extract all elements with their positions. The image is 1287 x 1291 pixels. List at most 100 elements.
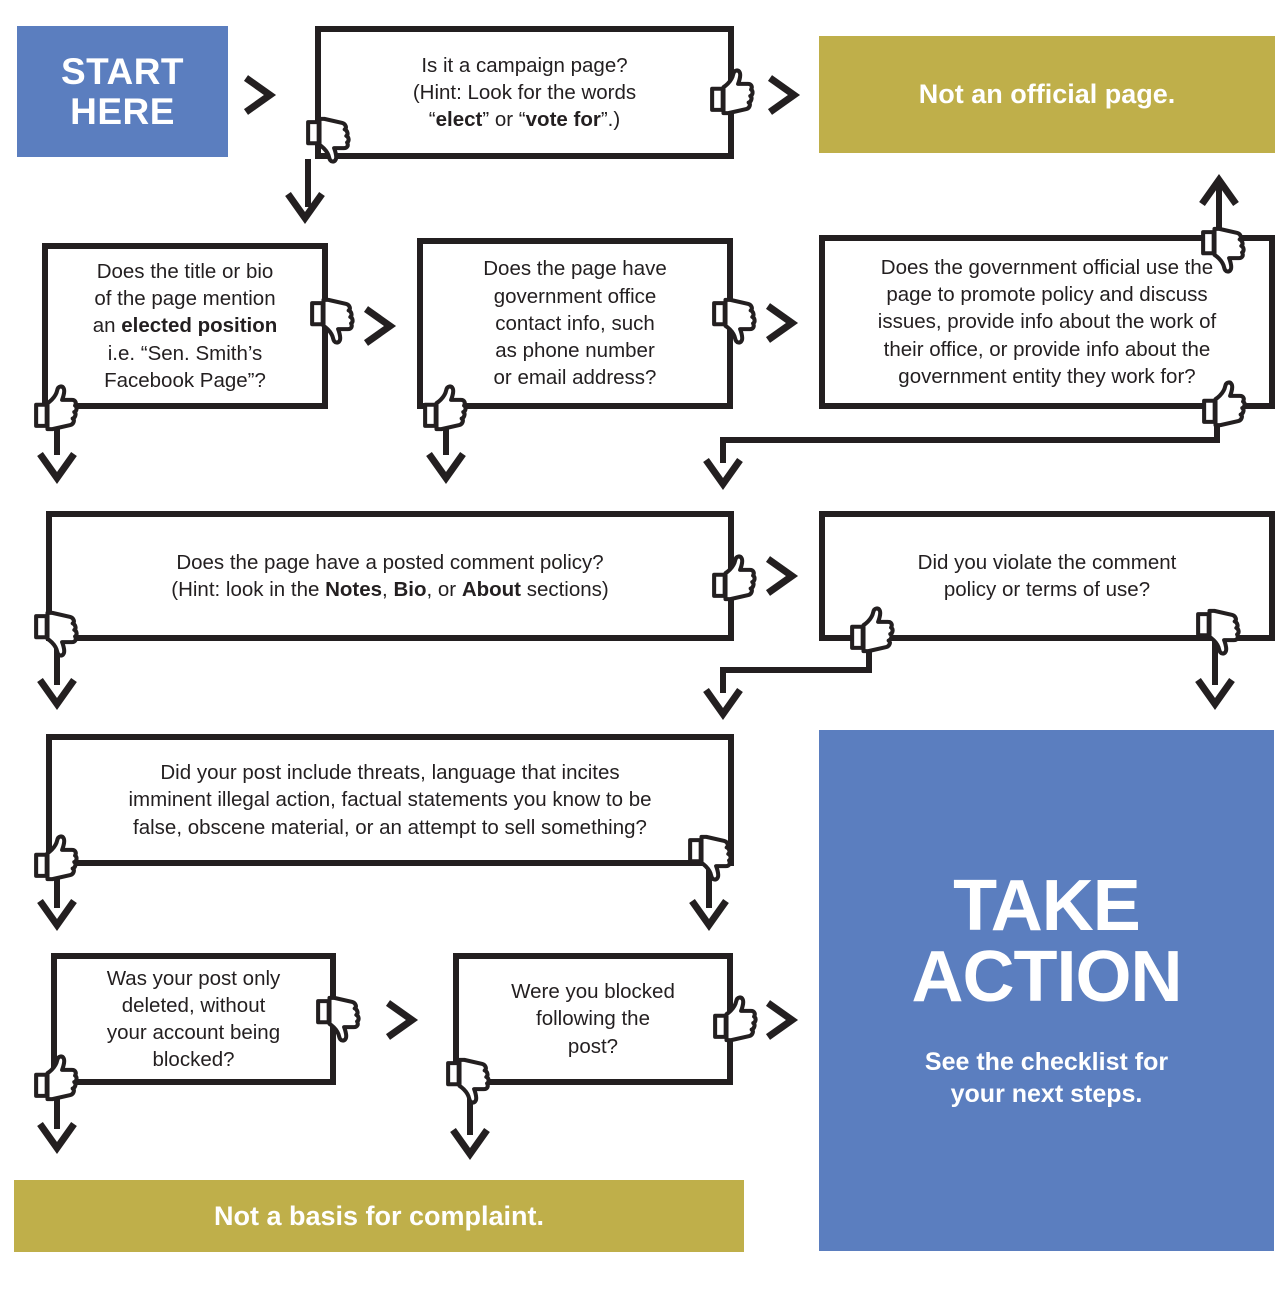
thumbs-down-icon [300,114,352,166]
terminal-not-a-basis-for-complaint: Not a basis for complaint. [14,1180,744,1252]
no-basis-label: Not a basis for complaint. [213,1200,545,1231]
take-action-subtitle: See the checklist for your next steps. [925,1046,1168,1110]
connector-promote-no-vertical [1216,185,1222,237]
decision-government-office-contact-info: Does the page have government office con… [417,238,733,409]
q-promote-line-3: issues, provide info about the work of [877,310,1217,334]
thumbs-up-icon [417,382,469,434]
q-comment-policy-text: Does the page have a posted comment poli… [153,549,627,604]
q-comment-policy-hint-suffix: sections) [521,578,609,601]
q-violate-text: Did you violate the comment policy or te… [900,549,1195,604]
thumbs-up-icon [844,604,896,656]
arrow-violate-no-down [1195,677,1235,711]
connector-contact-yes-vertical [443,409,449,455]
q-campaign-text: Is it a campaign page? (Hint: Look for t… [395,52,654,134]
q-threats-line-2: imminent illegal action, factual stateme… [128,788,652,812]
q-deleted-line-3: your account being [106,1021,281,1044]
thumbs-down-icon [310,993,362,1045]
q-deleted-line-4: blocked? [152,1048,235,1072]
not-official-label: Not an official page. [918,79,1176,109]
arrow-promote-yes-down [703,457,743,491]
q-title-bio-line-4: i.e. “Sen. Smith’s [107,341,263,365]
arrow-start-to-campaign [243,75,277,115]
terminal-not-an-official-page: Not an official page. [819,36,1275,153]
q-promote-line-2: page to promote policy and discuss [886,283,1208,307]
q-threats-line-3: false, obscene material, or an attempt t… [133,815,647,839]
q-contact-line-5: or email address? [493,366,657,390]
thumbs-up-icon [707,993,759,1045]
terminal-take-action: TAKE ACTION See the checklist for your n… [819,730,1274,1251]
q-campaign-quote-close: ”.) [600,108,621,132]
arrow-promote-no-up [1199,173,1239,207]
q-title-bio-text: Does the title or bio of the page mentio… [75,258,296,394]
thumbs-up-icon [28,832,80,884]
connector-violate-yes-down-1 [866,641,872,669]
q-comment-policy-section-notes: Notes [325,578,383,601]
take-action-title: TAKE ACTION [911,870,1183,1017]
arrow-campaign-no-down [285,191,325,225]
q-campaign-line-3: “elect” or “vote for”.) [413,106,636,133]
decision-posted-comment-policy: Does the page have a posted comment poli… [46,511,734,641]
q-comment-policy-line-1: Does the page have a posted comment poli… [176,550,604,574]
thumbs-down-icon [28,608,80,660]
thumbs-down-icon [304,295,356,347]
start-here-line-1: START [60,51,185,93]
q-promote-line-5: government entity they work for? [898,364,1196,388]
q-deleted-line-2: deleted, without [121,993,266,1017]
q-contact-line-2: government office [493,284,657,308]
connector-comment-policy-no-vertical [54,641,60,685]
thumbs-down-icon [682,832,734,884]
thumbs-up-icon [1196,378,1248,430]
connector-violate-yes-left [720,667,872,673]
decision-post-included-threats: Did your post include threats, language … [46,734,734,866]
q-title-bio-line-2: of the page mention [94,287,276,311]
take-action-subtitle-line-1: See the checklist for [924,1048,1169,1077]
arrow-contact-yes-down [426,451,466,485]
q-contact-line-4: as phone number [495,339,655,363]
arrow-threats-no-down [689,898,729,932]
q-promote-line-4: their office, or provide info about the [883,337,1211,361]
terminal-start-here: START HERE [17,26,228,157]
decision-blocked-following-post: Were you blocked following the post? [453,953,733,1085]
connector-threats-no-vertical [706,866,712,908]
q-campaign-keyword-elect: elect [435,108,483,132]
q-promote-text: Does the government official use the pag… [860,254,1234,390]
connector-violate-no-vertical [1212,641,1218,685]
thumbs-up-icon [706,552,758,604]
arrow-blocked-no-down [450,1127,490,1161]
q-threats-text: Did your post include threats, language … [110,759,669,841]
q-campaign-line-2: (Hint: Look for the words [412,80,637,104]
q-comment-policy-section-bio: Bio [393,578,427,601]
q-campaign-keyword-vote-for: vote for [525,108,601,132]
arrow-threats-yes-down [37,898,77,932]
arrow-contact-no-to-promote [765,303,799,343]
q-contact-line-1: Does the page have [483,257,667,281]
q-campaign-quote-open: “ [428,108,436,132]
q-campaign-conjunction: ” or “ [482,108,526,132]
connector-campaign-no-vertical [305,159,311,207]
q-blocked-line-1: Were you blocked [511,980,675,1004]
thumbs-down-icon [440,1055,492,1107]
q-title-bio-keyword-elected-position: elected position [121,314,278,338]
arrow-blocked-yes-to-take-action [765,1000,799,1040]
arrow-title-bio-no-to-contact [363,306,397,346]
thumbs-up-icon [704,66,756,118]
q-title-bio-line-3: an elected position [93,312,278,339]
q-deleted-line-1: Was your post only [106,966,281,990]
q-comment-policy-line-2: (Hint: look in the Notes, Bio, or About … [171,576,609,603]
decision-post-only-deleted: Was your post only deleted, without your… [51,953,336,1085]
arrow-comment-policy-no-down [37,677,77,711]
q-contact-line-3: contact info, such [495,311,655,335]
q-violate-line-1: Did you violate the comment [917,550,1177,574]
q-comment-policy-section-about: About [461,578,522,601]
decision-official-promotes-policy: Does the government official use the pag… [819,235,1275,409]
arrow-deleted-no-to-blocked [385,1000,419,1040]
q-violate-line-2: policy or terms of use? [943,578,1151,601]
connector-title-bio-yes-vertical [54,409,60,455]
decision-is-it-a-campaign-page: Is it a campaign page? (Hint: Look for t… [315,26,734,159]
connector-deleted-yes-vertical [54,1085,60,1129]
connector-threats-yes-vertical [54,866,60,908]
arrow-campaign-yes-to-not-official [767,75,801,115]
take-action-title-line-2: ACTION [911,936,1183,1017]
q-comment-policy-hint-prefix: (Hint: look in the [171,578,326,601]
